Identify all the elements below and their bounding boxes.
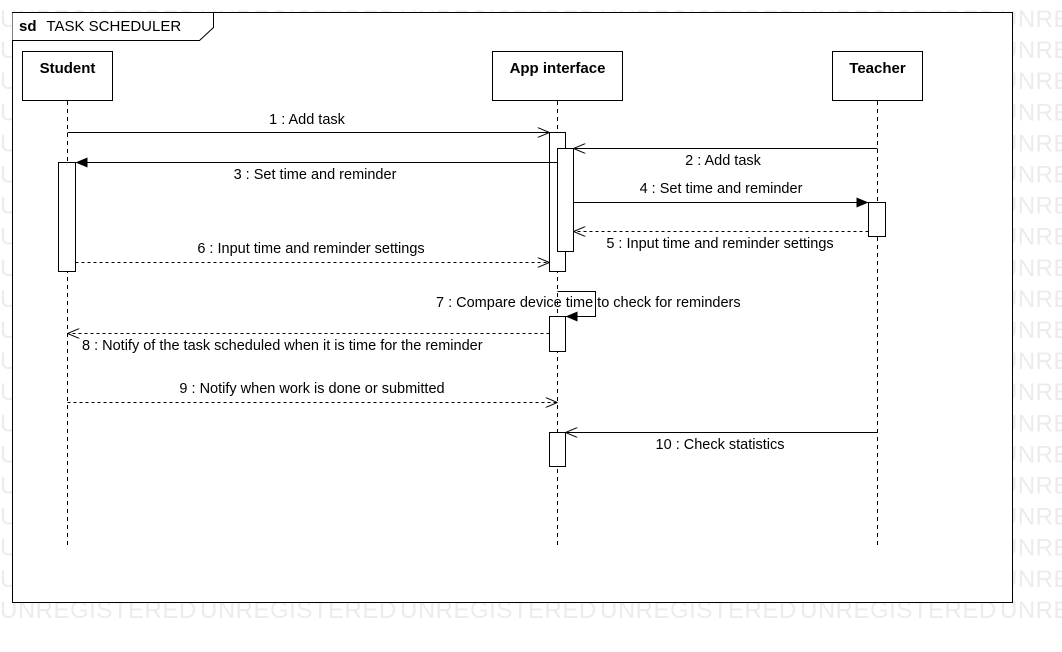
frame-name: TASK SCHEDULER <box>46 18 181 35</box>
activation-app-3[interactable] <box>549 316 566 352</box>
lifeline-teacher-label: Teacher <box>849 60 906 77</box>
message-1-label: 1 : Add task <box>269 112 346 128</box>
lifeline-teacher[interactable]: Teacher <box>832 51 923 546</box>
frame-border <box>12 12 1013 603</box>
messages: 1 : Add task 2 : Add task 3 : Set time a… <box>67 112 878 453</box>
message-9-label: 9 : Notify when work is done or submitte… <box>179 381 444 397</box>
frame-title-tab <box>12 12 214 41</box>
lifeline-app[interactable]: App interface <box>492 51 623 546</box>
activation-teacher[interactable] <box>868 202 886 237</box>
message-4-label: 4 : Set time and reminder <box>640 181 803 197</box>
activation-app-2[interactable] <box>557 148 574 252</box>
message-7-label: 7 : Compare device time to check for rem… <box>436 295 741 311</box>
message-7-arrow[interactable] <box>557 291 596 322</box>
frame-title: sd TASK SCHEDULER <box>19 18 181 35</box>
message-5-label: 5 : Input time and reminder settings <box>606 236 833 252</box>
message-6-label: 6 : Input time and reminder settings <box>197 241 424 257</box>
lifeline-teacher-head[interactable] <box>832 51 923 101</box>
lifeline-app-label: App interface <box>510 60 606 77</box>
lifeline-student-label: Student <box>40 60 96 77</box>
frame: sd TASK SCHEDULER <box>12 12 1013 603</box>
lifeline-app-head[interactable] <box>492 51 623 101</box>
message-3-label: 3 : Set time and reminder <box>234 167 397 183</box>
message-8-label: 8 : Notify of the task scheduled when it… <box>82 338 483 354</box>
lifeline-student[interactable]: Student <box>22 51 113 546</box>
frame-kind: sd <box>19 18 37 35</box>
message-10-label: 10 : Check statistics <box>656 437 785 453</box>
activation-bars <box>58 132 886 467</box>
message-2-label: 2 : Add task <box>685 153 762 169</box>
activation-student[interactable] <box>58 162 76 272</box>
lifeline-student-head[interactable] <box>22 51 113 101</box>
activation-app-4[interactable] <box>549 432 566 467</box>
